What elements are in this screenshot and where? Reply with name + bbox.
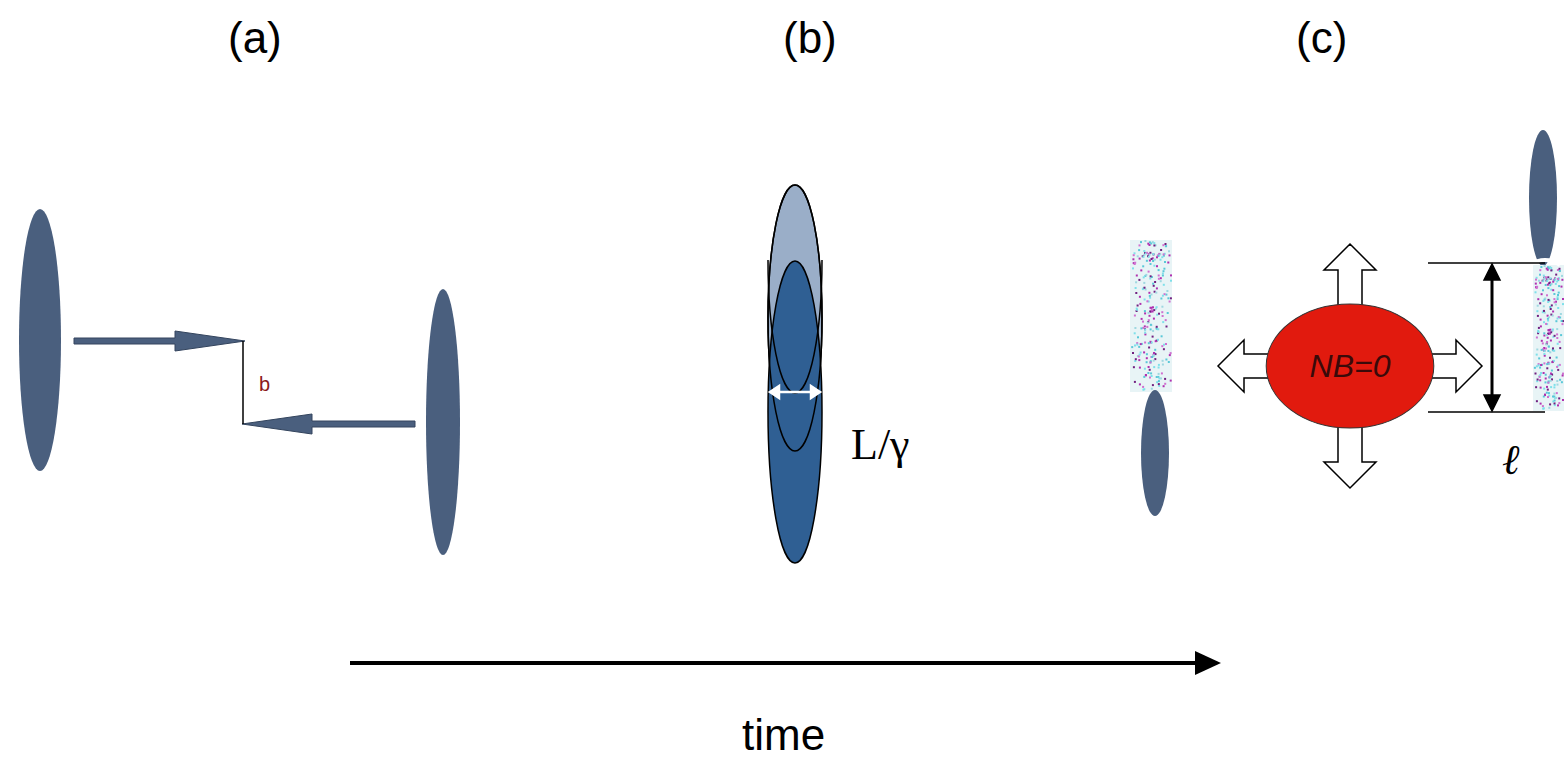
fireball: NB=0 [1265,303,1435,429]
velocity-arrow [242,414,415,434]
time-arrow [350,661,1210,665]
panel-label: (c) [1296,16,1347,60]
time-arrow-head [1195,651,1221,675]
length-label: ℓ [1502,439,1520,481]
overlap-outline [768,260,822,393]
nucleus [426,289,460,555]
spectator [1529,130,1557,266]
expansion-arrow [1218,244,1482,488]
spectator [1141,390,1169,516]
length-marker [1428,263,1545,412]
panel-label: (a) [228,16,282,60]
node-text: NB=0 [1310,348,1391,385]
remnant-strip [1130,240,1172,392]
thickness-label: L/γ [851,423,910,467]
panel-label: (b) [783,16,837,60]
axis-label: time [742,713,825,757]
velocity-arrow [74,331,245,351]
overlap-outline [768,185,822,451]
nucleus [19,209,61,471]
impact-parameter-line [242,341,244,424]
impact-parameter-label: b [259,374,270,394]
thickness-arrow [770,386,820,398]
remnant-strip [1533,265,1564,411]
